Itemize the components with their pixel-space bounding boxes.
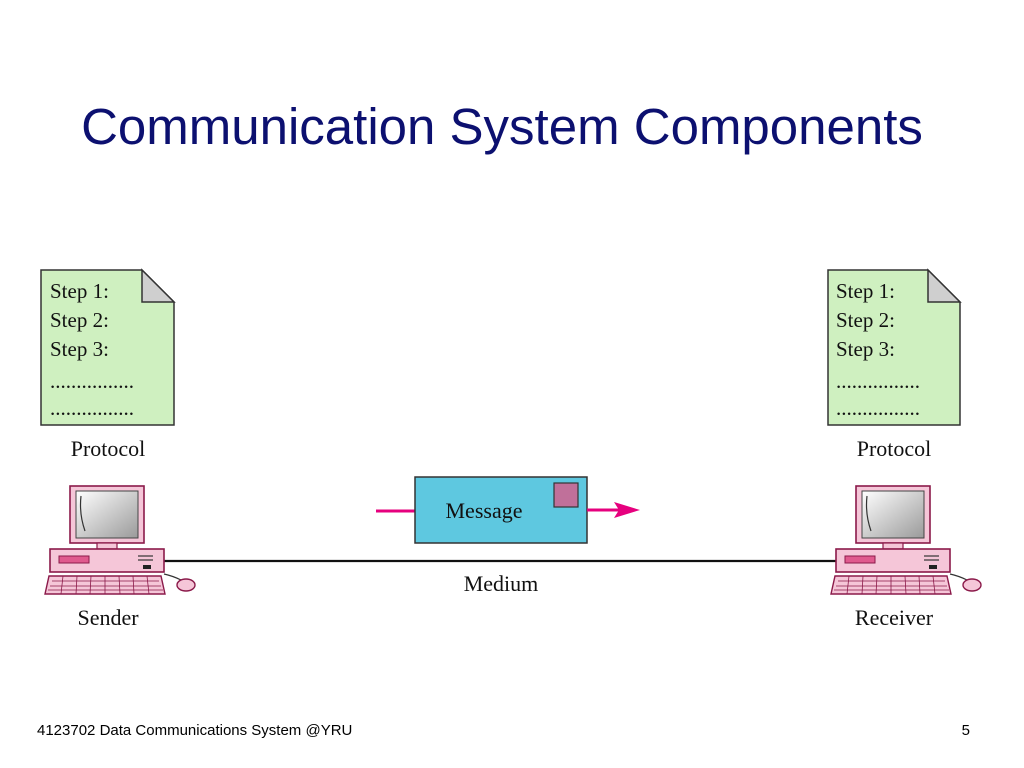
receiver-document-fold — [927, 268, 962, 303]
sender-document-fold — [141, 268, 176, 303]
footer-course-text: 4123702 Data Communications System @YRU — [37, 722, 353, 739]
sender-protocol-step-3: Step 3: — [50, 337, 109, 361]
sender-protocol-dots-1: ................ — [50, 369, 134, 393]
sender-protocol-step-1: Step 1: — [50, 279, 109, 303]
slide-title: Communication System Components — [81, 98, 923, 155]
sender-document-sheet — [40, 269, 175, 426]
receiver-protocol-step-2: Step 2: — [836, 308, 895, 332]
receiver-computer-icon — [830, 485, 982, 595]
receiver-protocol-step-1: Step 1: — [836, 279, 895, 303]
receiver-label: Receiver — [855, 605, 934, 630]
message-stamp — [553, 482, 579, 508]
sender-protocol-document: Step 1: Step 2: Step 3: ................… — [40, 268, 176, 426]
sender-protocol-label: Protocol — [71, 436, 146, 461]
page-number: 5 — [961, 722, 970, 739]
sender-protocol-dots-2: ................ — [50, 396, 134, 420]
sender-protocol-step-2: Step 2: — [50, 308, 109, 332]
message-label: Message — [446, 498, 523, 523]
sender-computer-icon — [44, 485, 196, 595]
receiver-protocol-label: Protocol — [857, 436, 932, 461]
message-arrowhead-icon — [614, 502, 640, 518]
medium-label: Medium — [464, 571, 539, 596]
receiver-protocol-document: Step 1: Step 2: Step 3: ................… — [827, 268, 962, 426]
sender-label: Sender — [77, 605, 139, 630]
message-envelope: Message — [376, 476, 640, 544]
receiver-document-sheet — [827, 269, 961, 426]
receiver-protocol-dots-1: ................ — [836, 369, 920, 393]
receiver-protocol-dots-2: ................ — [836, 396, 920, 420]
receiver-protocol-step-3: Step 3: — [836, 337, 895, 361]
